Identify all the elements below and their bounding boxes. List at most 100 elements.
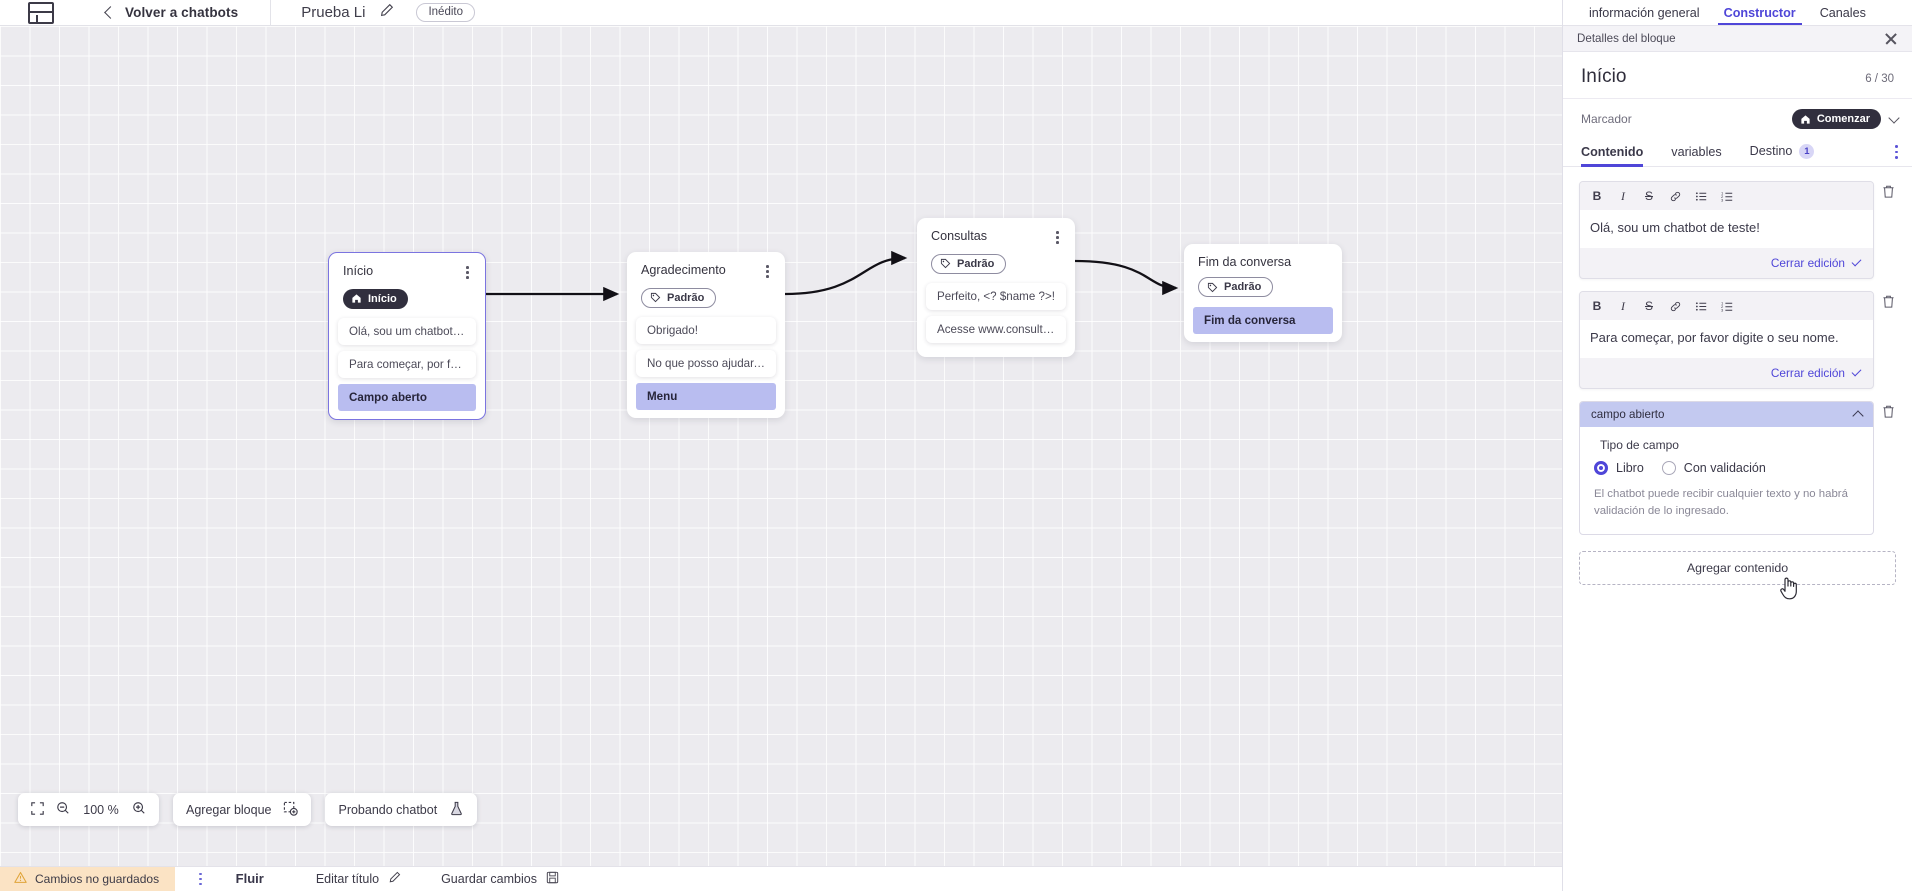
close-edit-link[interactable]: Cerrar edición (1770, 365, 1845, 380)
node-tag-label: Padrão (957, 257, 995, 270)
node-message-row[interactable]: Olá, sou um chatbot de teste! (338, 318, 476, 346)
chevron-up-icon[interactable] (1852, 410, 1864, 422)
node-highlight-row[interactable]: Fim da conversa (1193, 306, 1333, 334)
zoom-controls: 100 % (18, 793, 159, 826)
node-title: Consultas (931, 229, 988, 243)
node-header: Fim da conversa (1184, 255, 1342, 269)
link-icon[interactable] (1662, 296, 1688, 316)
home-icon (352, 294, 361, 303)
node-tag-badge[interactable]: Padrão (1198, 277, 1274, 297)
zoom-in-icon[interactable] (132, 801, 146, 818)
unsaved-changes-indicator: Cambios no guardados (0, 866, 176, 891)
flow-node-consultas[interactable]: Consultas Padrão Perfeito, <? $name ?>! … (917, 218, 1075, 358)
close-edit-link[interactable]: Cerrar edición (1770, 256, 1845, 271)
tab-informacion-general[interactable]: información general (1589, 6, 1700, 20)
node-tag-row: Padrão (1184, 269, 1342, 307)
node-tag-badge[interactable]: Padrão (641, 287, 717, 308)
editor-text[interactable]: Olá, sou um chatbot de teste! (1580, 210, 1873, 249)
kebab-menu-icon[interactable] (1895, 145, 1898, 159)
strikethrough-icon[interactable]: S (1644, 299, 1653, 314)
strikethrough-icon[interactable]: S (1644, 189, 1653, 204)
add-block-label: Agregar bloque (186, 802, 272, 817)
save-changes-button[interactable]: Guardar cambios (441, 871, 559, 887)
flow-node-fim-da-conversa[interactable]: Fim da conversa Padrão Fim da conversa (1184, 244, 1342, 342)
block-counter: 6 / 30 (1865, 73, 1894, 85)
node-title: Fim da conversa (1198, 255, 1292, 269)
chevron-down-icon[interactable] (1888, 111, 1900, 124)
top-bar: Volver a chatbots Prueba Li Inédito (0, 0, 1562, 26)
tab-contenido[interactable]: Contenido (1581, 139, 1644, 167)
tab-fluir[interactable]: Fluir (224, 868, 276, 890)
flask-icon (449, 801, 464, 819)
tag-icon (650, 293, 661, 303)
status-bar: Cambios no guardados Fluir Editar título… (0, 866, 1562, 891)
flow-node-inicio[interactable]: Início Início Olá, sou um chatbot de tes… (328, 252, 486, 421)
node-highlight-row[interactable]: Menu (636, 383, 776, 411)
toolbar-divider (270, 0, 272, 26)
editor-text[interactable]: Para começar, por favor digite o seu nom… (1580, 320, 1873, 358)
node-tag-row: Início (329, 281, 485, 319)
close-icon[interactable] (1884, 32, 1898, 46)
kebab-menu-icon[interactable] (1054, 229, 1061, 246)
warning-icon (14, 871, 27, 887)
flow-node-agradecimento[interactable]: Agradecimento Padrão Obrigado! No que po… (627, 252, 785, 419)
node-highlight-row[interactable]: Campo aberto (338, 384, 476, 412)
trash-icon[interactable] (1881, 184, 1896, 204)
editor-footer: Cerrar edición (1580, 248, 1873, 278)
trash-icon[interactable] (1881, 404, 1896, 424)
block-details-panel: información general Constructor Canales … (1562, 0, 1912, 891)
node-message-row[interactable]: No que posso ajudar, <? $name ... (636, 350, 776, 378)
svg-text:2: 2 (1721, 194, 1724, 199)
test-chatbot-button[interactable]: Probando chatbot (325, 793, 478, 826)
add-block-button[interactable]: Agregar bloque (173, 793, 312, 826)
radio-con-validacion[interactable]: Con validación (1661, 460, 1766, 475)
tab-canales[interactable]: Canales (1819, 6, 1866, 20)
bold-icon[interactable]: B (1592, 189, 1602, 204)
node-message-row[interactable]: Obrigado! (636, 317, 776, 345)
fit-screen-icon[interactable] (31, 801, 44, 818)
open-field-header[interactable]: campo abierto (1580, 401, 1873, 427)
app-logo-icon[interactable] (28, 1, 54, 24)
italic-icon[interactable]: I (1621, 188, 1625, 203)
italic-icon[interactable]: I (1621, 298, 1625, 313)
node-tag-badge[interactable]: Padrão (931, 253, 1007, 274)
kebab-menu-icon[interactable] (199, 872, 202, 886)
back-to-chatbots-label: Volver a chatbots (125, 5, 239, 20)
link-icon[interactable] (1662, 186, 1688, 206)
edit-title-button[interactable]: Editar título (316, 871, 401, 887)
edge-agradecimento-consultas (784, 250, 908, 296)
back-to-chatbots-button[interactable]: Volver a chatbots (104, 5, 239, 20)
bullet-list-icon[interactable] (1688, 186, 1714, 206)
tab-constructor[interactable]: Constructor (1712, 6, 1808, 26)
node-tag-label: Padrão (667, 291, 705, 304)
node-message-row[interactable]: Para começar, por favor digite o ... (338, 351, 476, 379)
add-content-button[interactable]: Agregar contenido (1579, 551, 1896, 586)
flow-canvas[interactable]: Início Início Olá, sou um chatbot de tes… (0, 26, 1562, 866)
pencil-icon (388, 871, 401, 887)
radio-dot (1661, 460, 1676, 475)
kebab-menu-icon[interactable] (764, 263, 771, 280)
radio-libre[interactable]: Libro (1594, 460, 1644, 475)
trash-icon[interactable] (1881, 294, 1896, 314)
add-block-icon (283, 801, 299, 819)
node-tag-badge[interactable]: Início (343, 288, 408, 309)
marker-pill-button[interactable]: Comenzar (1791, 109, 1881, 129)
zoom-out-icon[interactable] (56, 801, 70, 818)
tag-icon (1207, 282, 1218, 292)
bullet-list-icon[interactable] (1688, 296, 1714, 316)
bold-icon[interactable]: B (1592, 299, 1602, 314)
node-message-row[interactable]: Acesse www.consultas.com par... (926, 316, 1066, 344)
kebab-menu-icon[interactable] (464, 264, 471, 281)
edit-title-label: Editar título (315, 872, 380, 886)
node-message-row[interactable]: Perfeito, <? $name ?>! (926, 283, 1066, 311)
node-title: Agradecimento (641, 263, 726, 277)
pencil-icon[interactable] (379, 3, 394, 23)
destino-count-badge: 1 (1799, 144, 1815, 160)
tab-variables[interactable]: variables (1671, 144, 1722, 159)
